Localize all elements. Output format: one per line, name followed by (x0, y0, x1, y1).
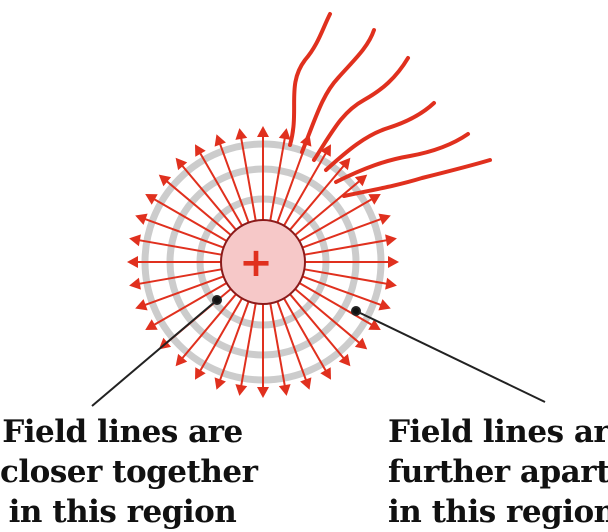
field-arrowhead (235, 128, 248, 140)
field-arrowhead (214, 134, 226, 147)
pointers (91, 295, 546, 407)
hand-drawn-line (342, 158, 492, 198)
field-line (276, 141, 308, 223)
field-line (136, 268, 222, 286)
field-line (198, 150, 243, 227)
field-arrowhead (354, 174, 368, 187)
field-arrowhead (214, 377, 226, 390)
field-arrowhead (338, 353, 351, 367)
caption-line: closer together (0, 454, 258, 490)
field-arrowhead (378, 213, 391, 225)
caption-line: in this region (8, 494, 237, 530)
right-pointer-dot (351, 306, 361, 316)
field-line (239, 135, 257, 221)
field-line (179, 293, 237, 361)
field-line (136, 238, 222, 256)
field-line (298, 282, 375, 327)
field-arrowhead (278, 384, 291, 396)
caption-line: further apart (388, 454, 608, 490)
caption-closer-region: Field lines are closer together in this … (0, 412, 258, 532)
field-arrowhead (338, 157, 351, 171)
hand-drawn-line (312, 56, 410, 162)
field-line (298, 197, 375, 242)
right-pointer-line (355, 310, 546, 403)
caption-further-region: Field lines are further apart in this re… (388, 412, 608, 532)
field-line (289, 293, 347, 361)
field-line (179, 163, 237, 231)
field-line (283, 150, 328, 227)
field-line (218, 301, 250, 383)
caption-line: Field lines are (388, 414, 608, 450)
field-line (151, 197, 228, 242)
field-line (269, 303, 287, 389)
field-arrowhead (158, 174, 172, 187)
field-arrowhead (257, 126, 269, 137)
field-line (269, 135, 287, 221)
field-arrowhead (129, 277, 141, 290)
field-arrowhead (175, 157, 188, 171)
field-line (304, 238, 390, 256)
field-arrowhead (175, 353, 188, 367)
field-line (276, 301, 308, 383)
field-arrowhead (320, 144, 331, 157)
field-arrowhead (320, 367, 331, 380)
field-arrowhead (195, 367, 206, 380)
field-arrowhead (135, 213, 148, 225)
field-arrowhead (385, 277, 397, 290)
field-line (142, 217, 224, 249)
field-arrowhead (385, 234, 397, 247)
field-arrowhead (300, 377, 312, 390)
field-line (218, 141, 250, 223)
field-line (151, 282, 228, 327)
hand-drawn-field-lines (288, 12, 492, 198)
left-pointer-line (91, 299, 218, 407)
field-arrowhead (135, 299, 148, 311)
hand-drawn-line (334, 132, 470, 184)
field-arrowhead (129, 234, 141, 247)
hand-drawn-line (288, 12, 332, 147)
electric-field-diagram: + (91, 12, 546, 407)
charge-symbol: + (239, 240, 273, 286)
left-pointer-dot (212, 295, 222, 305)
field-line (302, 275, 384, 307)
field-arrowhead (235, 384, 248, 396)
hand-drawn-line (300, 28, 376, 154)
field-arrowhead (368, 319, 381, 330)
field-arrowhead (145, 319, 158, 330)
field-line (142, 275, 224, 307)
field-arrowhead (388, 256, 399, 268)
field-arrowhead (145, 194, 158, 205)
field-line (283, 297, 328, 374)
field-line (198, 297, 243, 374)
field-line (164, 178, 232, 236)
field-arrowhead (354, 337, 368, 350)
field-arrowhead (278, 128, 291, 140)
field-arrowhead (368, 194, 381, 205)
field-line (304, 268, 390, 286)
field-arrowhead (195, 144, 206, 157)
field-arrowhead (257, 387, 269, 398)
point-charge: + (220, 219, 306, 305)
field-line (302, 217, 384, 249)
field-line (294, 288, 362, 346)
hand-drawn-line (324, 101, 436, 172)
caption-line: in this region (388, 494, 608, 530)
caption-line: Field lines are (2, 414, 243, 450)
field-line (239, 303, 257, 389)
field-arrowhead (378, 299, 391, 311)
field-line (294, 178, 362, 236)
field-arrowhead (127, 256, 138, 268)
field-lines (127, 126, 399, 398)
charge-sphere (220, 219, 306, 305)
field-line (289, 163, 347, 231)
